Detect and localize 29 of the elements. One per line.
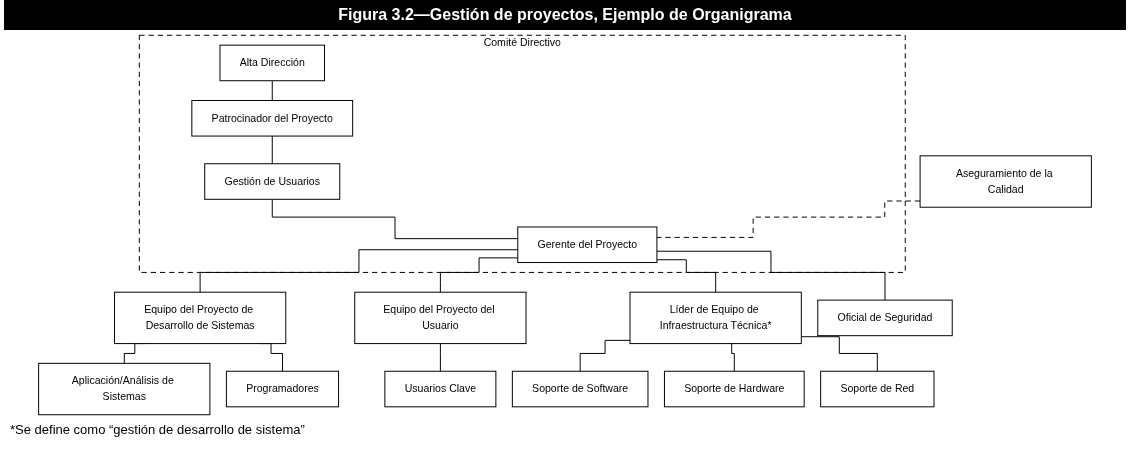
connector [439,257,519,293]
node-box: Soporte de Software [511,370,649,408]
node-box: Usuarios Clave [384,370,497,408]
node-box: Soporte de Hardware [663,370,805,408]
node-box: Equipo del Proyecto del Usuario [354,291,527,345]
connector [656,250,886,301]
connector [728,343,735,372]
connector [271,135,273,165]
connector [271,198,519,240]
connector [199,249,519,293]
connector [439,343,441,372]
connector [271,80,273,101]
node-box: Gerente del Proyecto [517,226,658,264]
connector [800,336,878,372]
node-box: Gestión de Usuarios [204,163,341,200]
node-box: Patrocinador del Proyecto [191,100,354,137]
node-box: Aseguramiento de la Calidad [919,155,1092,208]
node-box: Oficial de Seguridad [817,299,953,337]
node-box: Soporte de Red [820,370,935,408]
node-box: Programadores [225,370,340,408]
node-box: Aplicación/Análisis de Sistemas [38,362,211,416]
connector [656,259,717,293]
connector [579,339,631,372]
footnote: *Se define como “gestión de desarrollo de sistema” [10,422,305,437]
node-box: Equipo del Proyecto de Desarrollo de Sistemas [114,291,287,345]
connector [656,200,921,238]
figure-title: Figura 3.2—Gestión de proyectos, Ejemplo de Organigrama [4,0,1126,30]
node-box: Líder de Equipo de Infraestructura Técnica* [629,291,802,345]
node-box: Alta Dirección [219,44,326,82]
